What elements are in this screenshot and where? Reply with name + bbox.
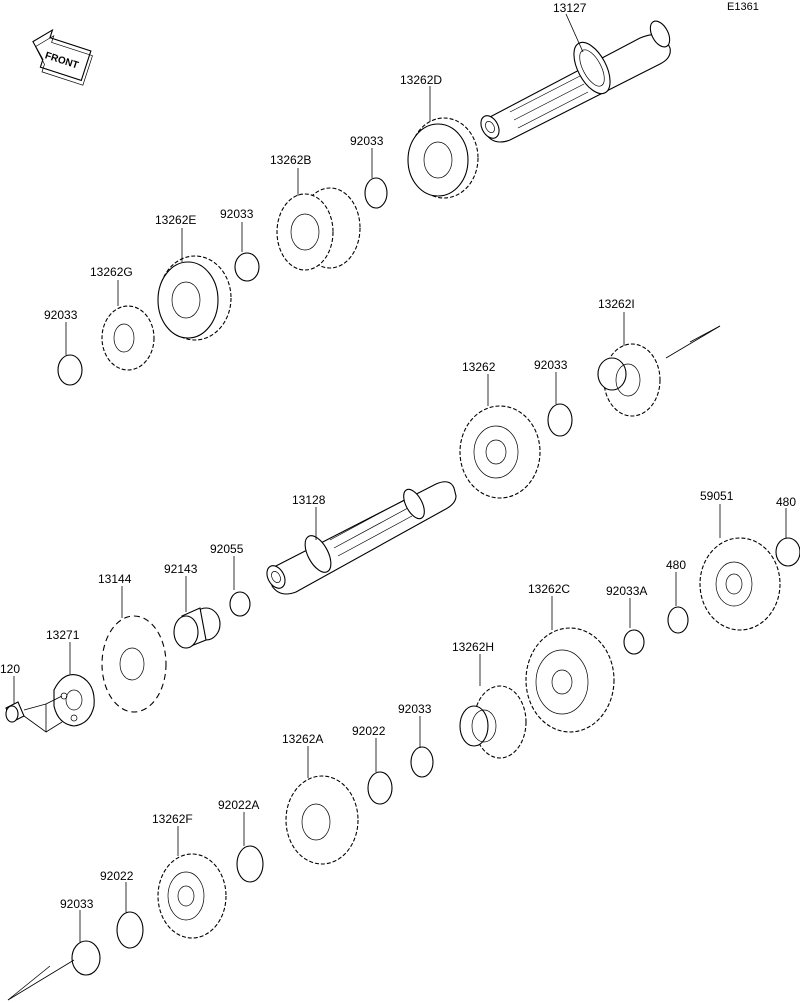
label-92033-f: 92033 (60, 897, 94, 911)
label-13262A: 13262A (282, 732, 323, 746)
label-92022A: 92022A (218, 798, 259, 812)
sprocket-59051 (699, 537, 781, 631)
gear-13262I (597, 343, 661, 417)
circlip-92033-d (547, 403, 573, 437)
gear-13262A (285, 775, 359, 865)
collar-92143 (173, 607, 221, 649)
circlip-92033A (623, 629, 645, 655)
washer-92022-b (116, 911, 144, 949)
label-92022-b: 92022 (100, 869, 134, 883)
gear-13262D (407, 117, 479, 199)
label-92055: 92055 (210, 542, 244, 556)
label-120: 120 (0, 662, 20, 676)
label-13262: 13262 (462, 360, 496, 374)
label-92033-e: 92033 (398, 702, 432, 716)
gear-13262C (525, 627, 615, 733)
circlip-92033-c (57, 354, 83, 386)
label-13262D: 13262D (400, 73, 442, 87)
circlip-92033-a (364, 177, 388, 209)
oring-92055 (229, 591, 251, 617)
label-92033A: 92033A (606, 584, 647, 598)
shaft-13128 (266, 481, 457, 595)
label-13262F: 13262F (152, 812, 193, 826)
label-13144: 13144 (98, 572, 132, 586)
shaft-13127 (480, 20, 671, 143)
label-13271: 13271 (46, 628, 80, 642)
label-92033-c: 92033 (44, 308, 78, 322)
washer-92022A (236, 845, 264, 883)
label-92033-d: 92033 (534, 358, 568, 372)
gear-13262H (459, 685, 527, 759)
label-59051: 59051 (700, 489, 734, 503)
label-13262B: 13262B (270, 153, 311, 167)
bolt-120 (5, 701, 25, 723)
circlip-92033-e (410, 746, 434, 778)
front-arrow-icon: FRONT (32, 28, 93, 86)
label-92022-a: 92022 (352, 724, 386, 738)
label-13262H: 13262H (452, 640, 494, 654)
gear-13262F (157, 853, 227, 939)
label-13127: 13127 (553, 1, 587, 15)
label-13262I: 13262I (598, 297, 635, 311)
gear-13262 (459, 405, 541, 499)
label-13262E: 13262E (155, 213, 196, 227)
label-92033-a: 92033 (350, 134, 384, 148)
plate-13271 (53, 674, 95, 727)
label-480-a: 480 (776, 495, 796, 509)
label-92143: 92143 (164, 562, 198, 576)
label-13262G: 13262G (90, 265, 133, 279)
gear-13262B (276, 187, 361, 271)
circlip-92033-f (71, 940, 101, 976)
circlip-92033-b (234, 252, 260, 282)
circlip-480-b (667, 606, 689, 634)
label-13128: 13128 (292, 493, 326, 507)
label-92033-b: 92033 (220, 207, 254, 221)
washer-92022-a (367, 771, 393, 805)
gear-13262G (101, 305, 155, 371)
label-480-b: 480 (666, 558, 686, 572)
sprocket-13144 (101, 615, 167, 713)
circlip-480-a (775, 537, 800, 567)
label-13262C: 13262C (528, 582, 570, 596)
gear-13262E (157, 255, 232, 341)
diagram-code: E1361 (727, 1, 759, 13)
